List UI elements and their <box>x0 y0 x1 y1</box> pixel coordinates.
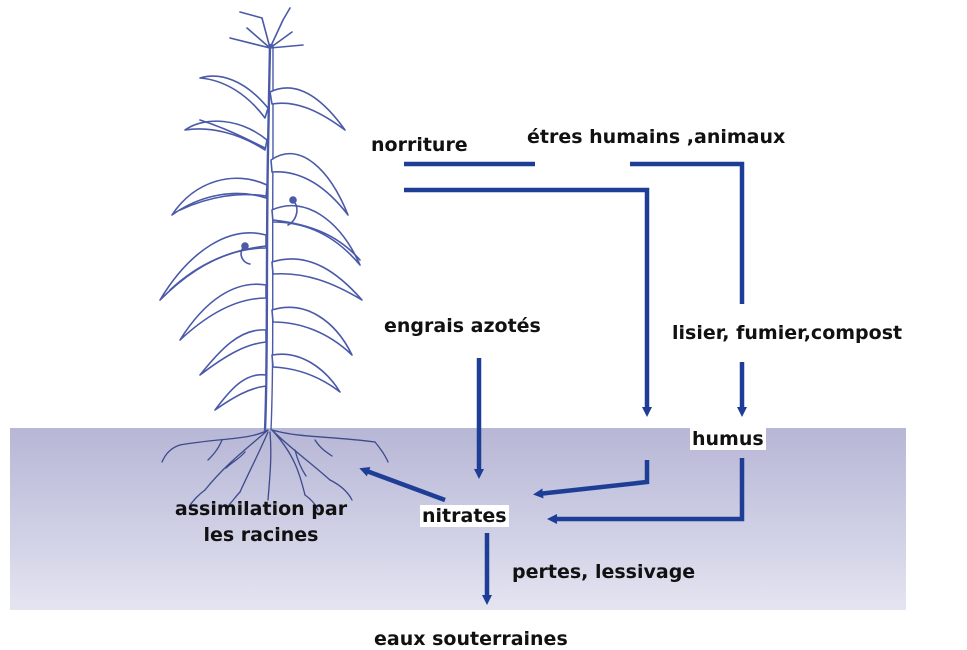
label-losses: pertes, lessivage <box>512 561 695 583</box>
label-root-assimilation-line1: assimilation par <box>175 498 347 520</box>
corn-plant-icon <box>160 8 362 430</box>
nitrates-to-roots-arrow <box>364 470 445 500</box>
flow-arrows <box>364 164 742 600</box>
label-groundwater: eaux souterraines <box>374 628 568 650</box>
label-root-assimilation-line2: les racines <box>203 524 318 546</box>
label-nitrates: nitrates <box>420 505 509 527</box>
label-root-assimilation: assimilation par les racines <box>150 496 372 548</box>
label-humans-animals: étres humains ,animaux <box>527 126 785 148</box>
label-humus: humus <box>690 428 766 450</box>
label-food: norriture <box>371 134 468 156</box>
soil-to-nitrates-arrow <box>538 460 647 494</box>
food-to-soil-arrow <box>404 190 647 412</box>
label-manure: lisier, fumier,compost <box>670 322 904 344</box>
label-nitrogen-fertilizer: engrais azotés <box>384 315 541 337</box>
